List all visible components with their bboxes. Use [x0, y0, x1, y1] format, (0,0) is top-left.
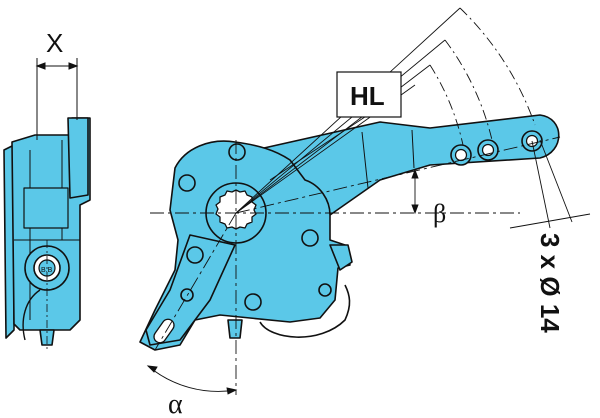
- alpha-arc: [147, 365, 237, 392]
- side-view-arm: [67, 117, 89, 199]
- hl-arc: [459, 7, 536, 126]
- hole-dimension-line: [509, 213, 591, 229]
- lever-arm-edge: [411, 129, 415, 169]
- side-view-knob-mark: B.B: [41, 267, 53, 274]
- lever-centerline: [235, 136, 561, 214]
- side-view: B.B: [3, 117, 91, 350]
- alpha-label: α: [168, 389, 183, 418]
- x-dimension-arrow-right: [68, 62, 79, 70]
- lever-arm-edge: [361, 131, 369, 189]
- hole-dimension-line: [539, 139, 573, 223]
- hl-label: HL: [350, 81, 385, 111]
- lever-hole-inner: [454, 148, 468, 162]
- hl-arc: [429, 64, 464, 146]
- front-view: [139, 114, 560, 351]
- grease-nipple-icon: [227, 319, 243, 339]
- hl-radial-line: [235, 39, 446, 214]
- beta-label: β: [433, 199, 446, 228]
- holes-dimension-label: 3 x Ø 14: [535, 233, 565, 333]
- construction-lines: [146, 7, 591, 395]
- return-spring: [259, 284, 351, 338]
- hl-label-box: [336, 71, 402, 118]
- alpha-arrow-icon: [226, 387, 238, 395]
- hole-dimension-line: [531, 140, 551, 229]
- side-bracket: [329, 244, 353, 271]
- x-dimension-arrow-left: [35, 62, 46, 70]
- side-view-cable: [22, 289, 41, 341]
- slot-hole: [153, 318, 175, 344]
- side-view-back-plate: [3, 144, 15, 339]
- hl-arc: [444, 39, 493, 141]
- lever-hole-inner: [481, 143, 495, 157]
- housing-bolt-icon: [178, 174, 196, 192]
- side-view-slot: [23, 187, 69, 229]
- housing-bolt-icon: [244, 293, 262, 311]
- housing-bolt-icon: [301, 229, 319, 247]
- housing-bolt-icon: [228, 143, 246, 161]
- beta-arrow-icon: [411, 168, 419, 179]
- x-dimension: [35, 58, 79, 140]
- housing-bolt-icon: [318, 283, 332, 297]
- beta-arrow-icon: [411, 204, 419, 215]
- x-dimension-label: X: [46, 28, 63, 58]
- lower-arm-centerline: [154, 212, 237, 351]
- alpha-arrow-icon: [146, 365, 158, 373]
- housing-bolt-icon: [186, 246, 204, 264]
